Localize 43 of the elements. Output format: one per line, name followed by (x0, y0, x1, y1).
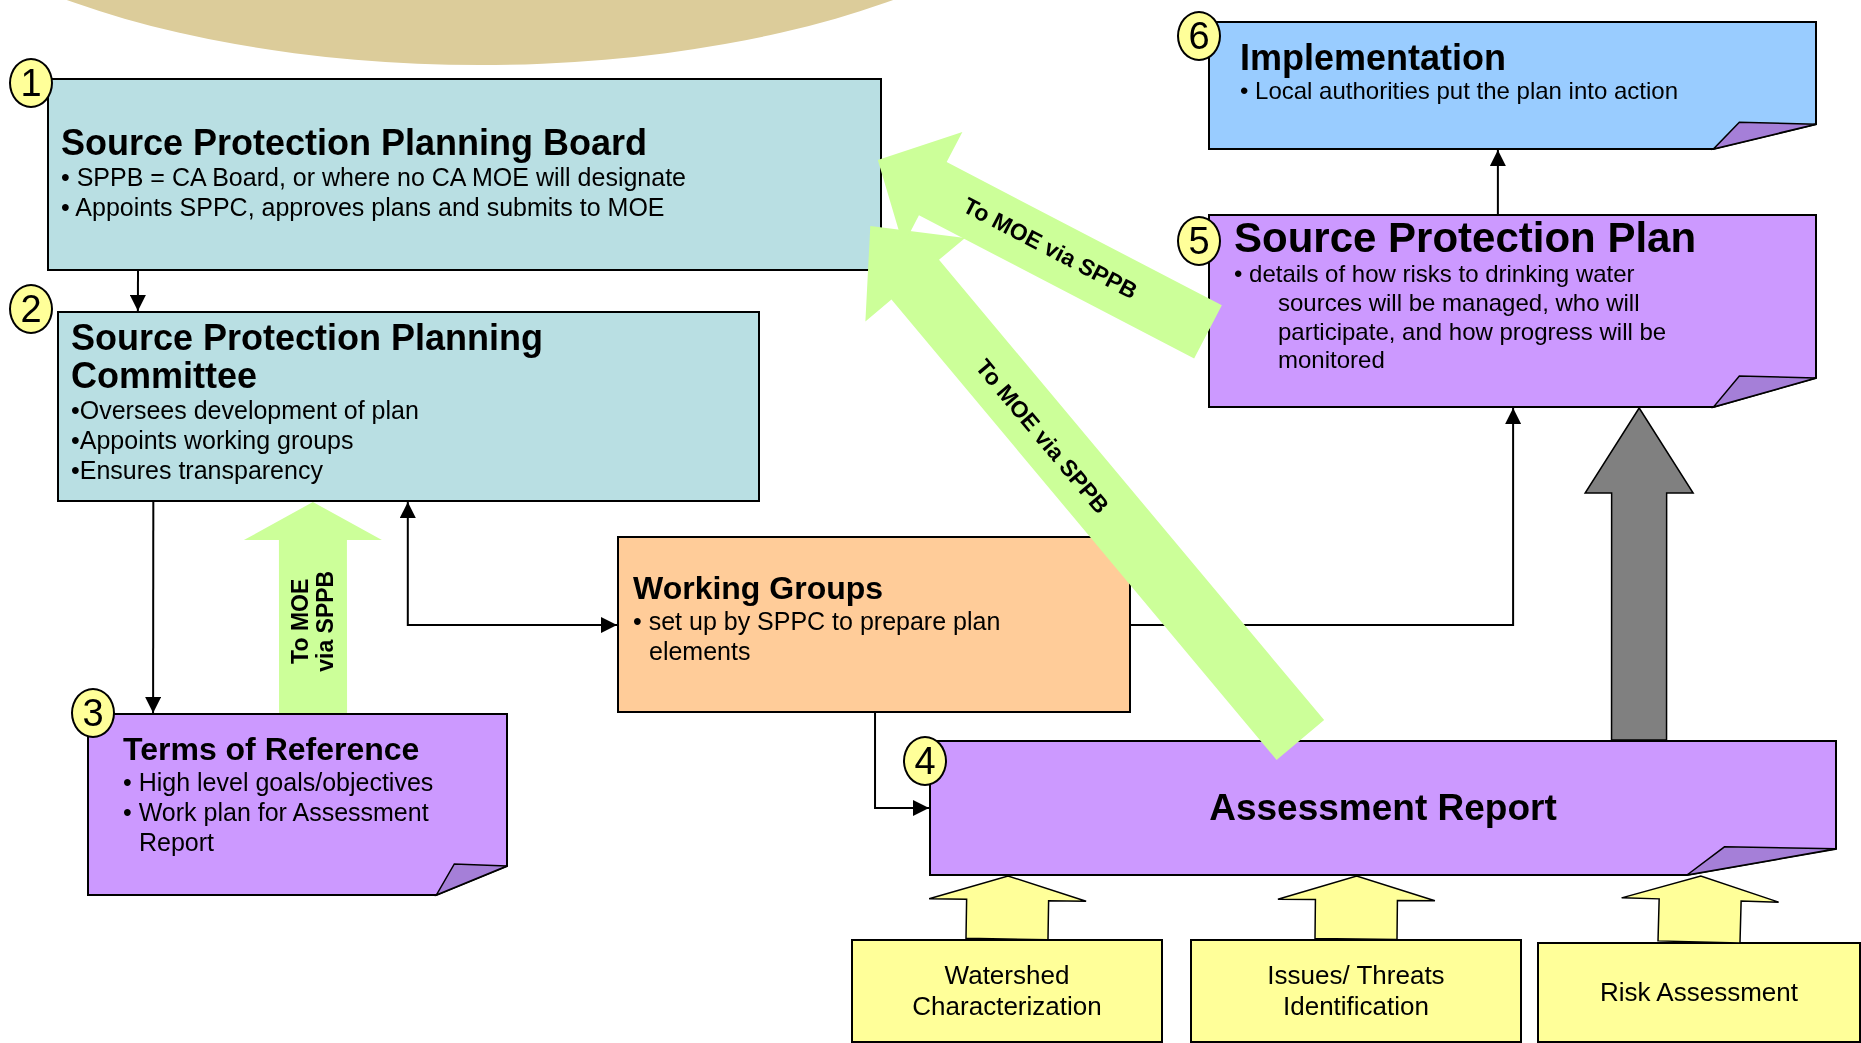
edge-label: To MOE via SPPB (287, 569, 339, 674)
process-box (617, 536, 1131, 713)
callout-number: 1 (9, 58, 53, 108)
callout-number: 6 (1177, 11, 1221, 61)
bullet-text: •Ensures transparency (71, 454, 324, 485)
input-label: Watershed Characterization (911, 959, 1103, 1023)
block-arrow (1620, 875, 1780, 944)
box-title: Source Protection Planning Board (61, 124, 649, 162)
input-label: Issues/ Threats Identification (1266, 959, 1446, 1023)
callout-number: 5 (1177, 216, 1221, 266)
callout-number: 2 (9, 284, 53, 334)
input-box (1537, 942, 1861, 1043)
box-title: Source Protection Plan (1234, 216, 1697, 261)
block-arrow (243, 502, 382, 714)
bullet-text: • set up by SPPC to prepare plan elements (633, 606, 1002, 666)
block-arrow (1277, 875, 1436, 941)
box-title: Working Groups (633, 572, 885, 606)
arrow (399, 501, 618, 634)
box-title: Source Protection Planning Committee (71, 319, 545, 395)
bullet-text: • Appoints SPPC, approves plans and submits to MOE (61, 191, 666, 222)
arrow (145, 501, 162, 714)
bullet-text: • details of how risks to drinking water sources will be managed, who will participate, and how progress will be monitored (1234, 260, 1668, 376)
block-arrow (928, 875, 1087, 941)
input-label: Risk Assessment (1600, 976, 1798, 1009)
bullet-text: •Appoints working groups (71, 424, 355, 455)
arrow (1489, 149, 1506, 215)
box-title: Implementation (1240, 39, 1508, 77)
callout-number: 4 (903, 736, 947, 786)
bullet-text: •Oversees development of plan (71, 394, 420, 425)
arrow (874, 712, 930, 816)
edge-label: To MOE via SPPB (957, 191, 1143, 307)
input-box (851, 939, 1163, 1043)
block-arrow (877, 131, 1222, 359)
bullet-text: • Work plan for Assessment Report (123, 796, 430, 857)
box-title: Assessment Report (1209, 788, 1557, 828)
bullet-text: • SPPB = CA Board, or where no CA MOE will designate (61, 162, 688, 192)
callout-number: 3 (71, 688, 115, 738)
input-box (1190, 939, 1522, 1043)
box-title: Terms of Reference (123, 733, 421, 767)
arrow (129, 270, 146, 312)
block-arrow (1583, 406, 1695, 741)
bullet-text: • High level goals/objectives (123, 766, 435, 797)
block-arrow (865, 226, 1325, 760)
